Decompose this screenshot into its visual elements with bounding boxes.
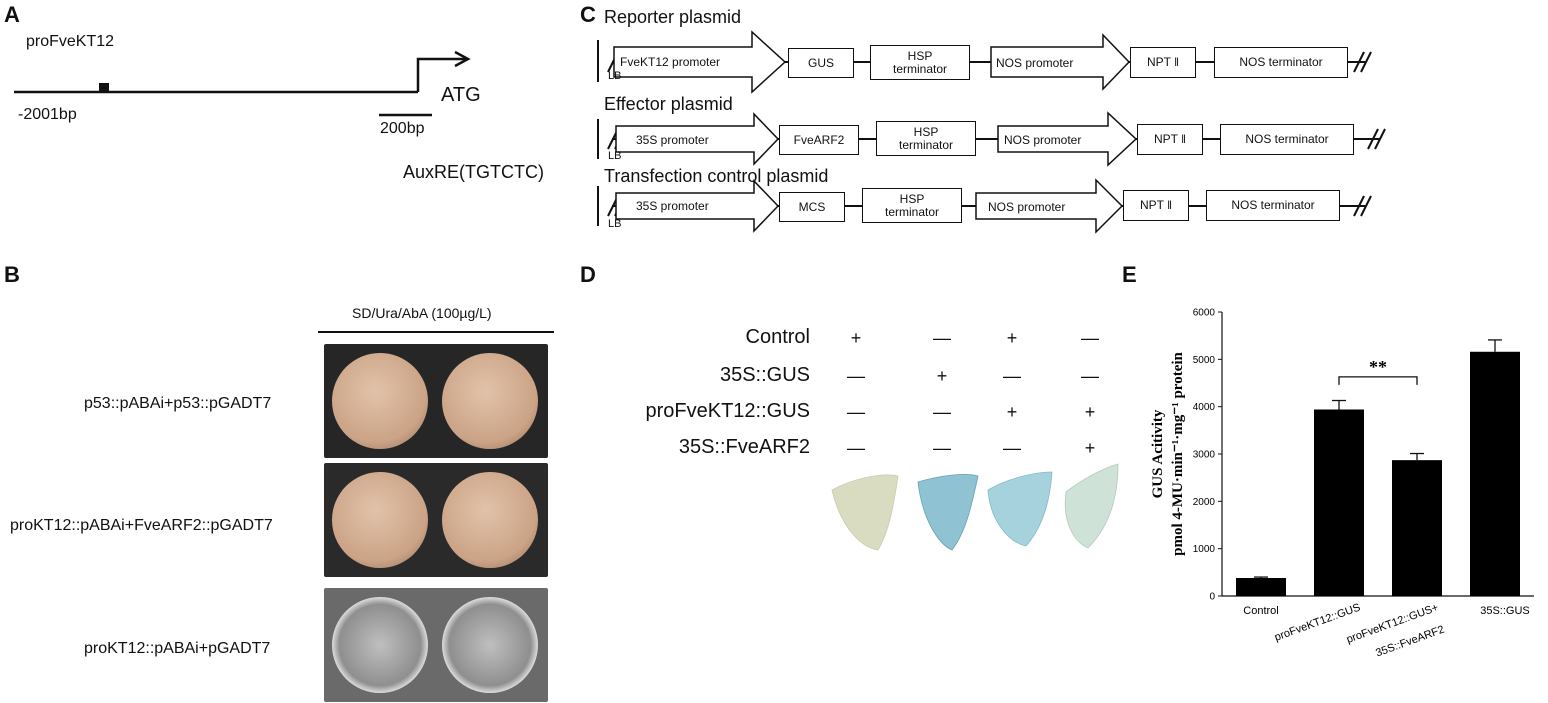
x-category-label: 35S::GUS (1480, 605, 1530, 617)
reporter-gene: GUS (788, 48, 854, 78)
promoter-diagram (14, 50, 471, 117)
colony (442, 597, 538, 693)
reporter-backbone (597, 30, 1372, 94)
panel-d-mark: — (847, 366, 865, 386)
reporter-npt: NPT ‖ (1130, 47, 1196, 78)
panel-b-row-3-label: proKT12::pABAi+pGADT7 (84, 640, 271, 657)
panel-d-mark: + (1006, 328, 1018, 348)
panel-d-row-2-label: 35S::GUS (719, 364, 810, 386)
panel-label-d: D (580, 262, 596, 287)
leaf-sample-3 (987, 471, 1053, 547)
y-tick-label: 0 (1209, 592, 1215, 603)
reporter-lb: LB (608, 70, 622, 82)
effector-plasmid-title: Effector plasmid (604, 94, 733, 114)
panel-d-mark: + (1006, 402, 1018, 422)
control-plasmid-title: Transfection control plasmid (604, 166, 829, 186)
panel-d-mark: + (850, 328, 862, 348)
effector-npt: NPT ‖ (1137, 124, 1203, 155)
panel-label-e: E (1122, 262, 1137, 287)
auxre-site (99, 83, 109, 93)
effector-backbone (597, 111, 1386, 167)
panel-b-header: SD/Ura/AbA (100µg/L) (352, 305, 492, 321)
control-gene: MCS (779, 192, 845, 222)
colony (332, 472, 428, 568)
panel-d-mark: — (847, 438, 865, 458)
bar (1392, 460, 1442, 596)
bar (1314, 409, 1364, 596)
control-backbone (597, 178, 1372, 234)
panel-d-mark: + (1084, 402, 1096, 422)
promoter-name: proFveKT12 (26, 33, 115, 50)
panel-b-row-1-label: p53::pABAi+p53::pGADT7 (84, 395, 272, 412)
reporter-promoter: FveKT12 promoter (620, 55, 721, 69)
leaf-sample-4 (1064, 463, 1119, 549)
effector-hsp-terminator: HSP terminator (876, 121, 976, 156)
effector-nos-promoter: NOS promoter (1004, 133, 1082, 147)
yeast-plate-row-3 (324, 588, 548, 702)
y-axis-title: pmol 4-MU·min⁻¹·mg⁻¹ protein (1170, 351, 1186, 555)
panel-d-mark: — (933, 328, 951, 348)
leaf-sample-1 (831, 474, 899, 551)
panel-d-mark: + (936, 366, 948, 386)
effector-nos-terminator: NOS terminator (1220, 124, 1354, 155)
gus-activity-chart: 0100020003000400050006000ControlproFveKT… (1150, 308, 1534, 659)
panel-d-mark: — (1081, 366, 1099, 386)
panel-d-mark: — (933, 438, 951, 458)
control-promoter: 35S promoter (636, 199, 709, 213)
control-nos-promoter: NOS promoter (988, 200, 1066, 214)
leaf-sample-2 (917, 474, 979, 551)
panel-b-header-rule (318, 331, 554, 333)
legend-auxre: AuxRE(TGTCTC) (403, 162, 544, 182)
panel-b-row-2-label: proKT12::pABAi+FveARF2::pGADT7 (10, 517, 273, 534)
colony (332, 353, 428, 449)
effector-gene: FveARF2 (779, 125, 859, 155)
reporter-hsp-terminator: HSP terminator (870, 45, 970, 80)
panel-label-c: C (580, 2, 596, 27)
scale-label: 200bp (380, 120, 425, 137)
control-nos-terminator: NOS terminator (1206, 190, 1340, 221)
panel-d-mark: + (1084, 438, 1096, 458)
y-tick-label: 6000 (1193, 308, 1216, 319)
leaf-samples (831, 463, 1119, 551)
bar (1236, 578, 1286, 596)
bar (1470, 351, 1520, 596)
panel-d-mark: — (1081, 328, 1099, 348)
x-category-label: Control (1243, 605, 1278, 617)
y-tick-label: 1000 (1193, 544, 1216, 555)
panel-d-mark: — (1003, 366, 1021, 386)
y-tick-label: 5000 (1193, 355, 1216, 366)
panel-d-row-1-label: Control (745, 326, 810, 348)
panel-label-b: B (4, 262, 20, 287)
colony (442, 472, 538, 568)
atg-label: ATG (441, 84, 481, 106)
panel-d-mark: — (933, 402, 951, 422)
y-tick-label: 3000 (1193, 450, 1216, 461)
y-tick-label: 2000 (1193, 497, 1216, 508)
panel-d-row-3-label: proFveKT12::GUS (645, 400, 810, 422)
panel-d-mark: — (1003, 438, 1021, 458)
start-position: -2001bp (18, 106, 77, 123)
panel-d-row-4-label: 35S::FveARF2 (678, 436, 810, 458)
colony (442, 353, 538, 449)
yeast-plate-row-1 (324, 344, 548, 458)
control-npt: NPT ‖ (1123, 190, 1189, 221)
y-tick-label: 4000 (1193, 402, 1216, 413)
reporter-nos-promoter: NOS promoter (996, 56, 1074, 70)
significance-bracket (1338, 376, 1418, 385)
reporter-nos-terminator: NOS terminator (1214, 47, 1348, 78)
panel-label-a: A (4, 2, 20, 27)
control-hsp-terminator: HSP terminator (862, 188, 962, 223)
effector-lb: LB (608, 150, 622, 162)
effector-promoter: 35S promoter (636, 133, 709, 147)
yeast-plate-row-2 (324, 463, 548, 577)
panel-d-mark: — (847, 402, 865, 422)
y-axis-title: GUS Acitivity (1150, 409, 1166, 498)
significance-marker: ** (1369, 357, 1387, 377)
colony (332, 597, 428, 693)
control-lb: LB (608, 218, 622, 230)
reporter-plasmid-title: Reporter plasmid (604, 7, 742, 27)
